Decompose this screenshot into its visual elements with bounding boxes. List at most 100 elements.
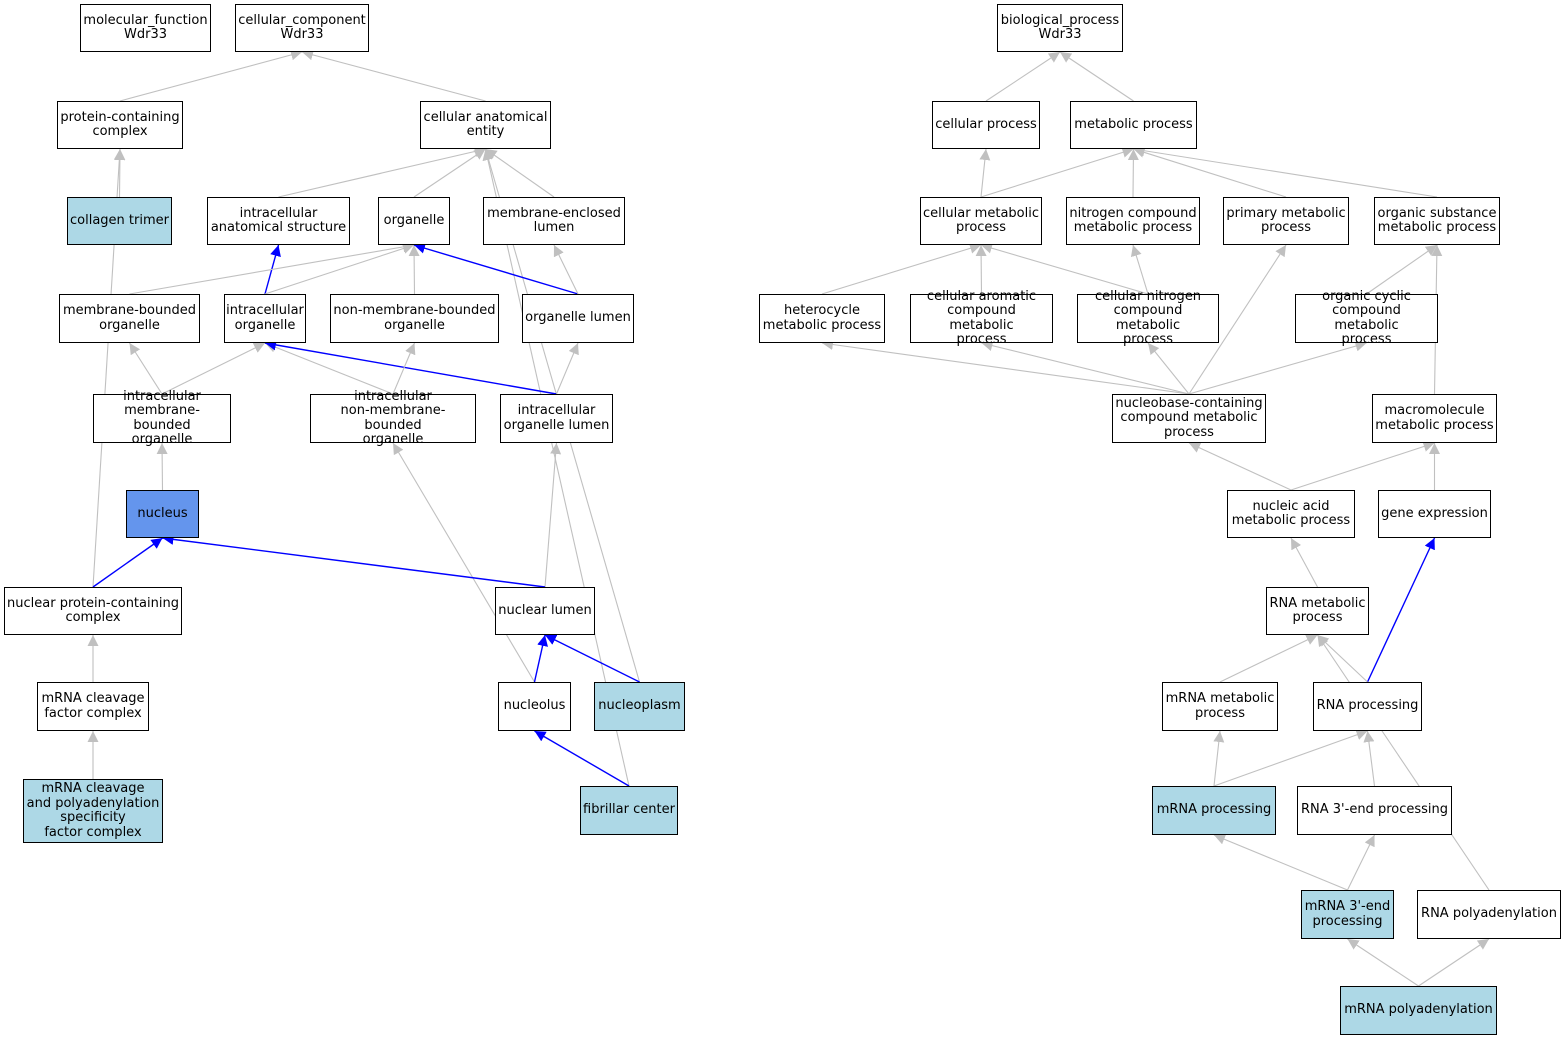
edge-rna-metab-to-nucleic-acid bbox=[1290, 537, 1318, 588]
go-term-nuc-prot-complex[interactable]: nuclear protein-containing complex bbox=[4, 587, 182, 635]
edge-rna-3end-to-rna-processing bbox=[1363, 730, 1376, 787]
edge-nuc-prot-complex-to-nucleus bbox=[92, 537, 163, 588]
go-term-cell-nitrogen[interactable]: cellular nitrogen compound metabolic pro… bbox=[1077, 289, 1219, 347]
go-term-mrna-metab[interactable]: mRNA metabolic process bbox=[1162, 682, 1278, 731]
edge-mrna-3end-to-mrna-processing bbox=[1213, 834, 1348, 891]
edge-nuclear-lumen-to-intra-org-lumen bbox=[544, 442, 562, 588]
go-term-nucleoplasm[interactable]: nucleoplasm bbox=[594, 682, 685, 731]
go-term-metabolic-process[interactable]: metabolic process bbox=[1070, 101, 1197, 149]
edge-cell-nitrogen-to-nitro-metab bbox=[1130, 244, 1149, 295]
go-term-nucleolus[interactable]: nucleolus bbox=[498, 682, 571, 731]
go-term-nucleus[interactable]: nucleus bbox=[126, 490, 199, 538]
go-term-macromolecule[interactable]: macromolecule metabolic process bbox=[1372, 394, 1497, 443]
go-term-memb-encl-lumen[interactable]: membrane-enclosed lumen bbox=[483, 197, 625, 245]
go-term-org-cyclic[interactable]: organic cyclic compound metabolic proces… bbox=[1295, 289, 1438, 347]
edge-nucleobase-to-heterocycle bbox=[821, 339, 1190, 395]
edge-mrna-polyA-to-mrna-3end bbox=[1347, 938, 1419, 987]
edge-org-cyclic-to-organic-sub bbox=[1366, 244, 1438, 295]
edge-rna-processing-to-rna-metab bbox=[1317, 634, 1368, 683]
go-term-organelle[interactable]: organelle bbox=[378, 197, 450, 245]
edge-nucleobase-to-primary-metab bbox=[1188, 244, 1287, 395]
go-term-mrna-processing[interactable]: mRNA processing bbox=[1152, 786, 1276, 835]
edge-cell-nitrogen-to-cell-metab bbox=[980, 242, 1149, 295]
edge-fibrillar-to-cell-anat bbox=[482, 148, 630, 787]
go-term-cpsf[interactable]: mRNA cleavage and polyadenylation specif… bbox=[23, 779, 163, 843]
edge-intra-nonmemb-to-intra-organelle bbox=[264, 341, 394, 395]
edge-nucleic-acid-to-macromolecule bbox=[1290, 441, 1435, 491]
edge-nuclear-lumen-to-nucleus bbox=[162, 533, 546, 588]
edge-intra-nonmemb-to-nonmemb-bounded bbox=[392, 342, 416, 395]
go-term-cell-metab[interactable]: cellular metabolic process bbox=[920, 197, 1042, 245]
edge-heterocycle-to-cell-metab bbox=[821, 242, 982, 295]
edge-intra-org-lumen-to-organelle-lumen bbox=[555, 342, 579, 395]
go-term-heterocycle[interactable]: heterocycle metabolic process bbox=[759, 294, 885, 343]
edge-intra-memb-bounded-to-memb-bounded bbox=[129, 342, 163, 395]
go-term-mf-root[interactable]: molecular_function Wdr33 bbox=[80, 4, 211, 52]
edge-fibrillar-to-nucleolus bbox=[534, 730, 630, 787]
edge-cell-aromatic-to-cell-metab bbox=[975, 244, 987, 295]
edge-nucleolus-to-intra-nonmemb bbox=[392, 442, 535, 683]
edge-mrna-processing-to-rna-processing bbox=[1213, 729, 1368, 787]
go-term-fibrillar[interactable]: fibrillar center bbox=[580, 786, 678, 835]
go-term-rna-processing[interactable]: RNA processing bbox=[1313, 682, 1422, 731]
edge-prot-complex-to-cc-root bbox=[119, 49, 303, 102]
go-term-prot-complex[interactable]: protein-containing complex bbox=[57, 101, 183, 149]
go-term-nuclear-lumen[interactable]: nuclear lumen bbox=[495, 587, 595, 635]
edge-nucleobase-to-cell-aromatic bbox=[981, 340, 1190, 395]
edge-rna-polyA-to-rna-metab bbox=[1317, 634, 1490, 891]
go-term-memb-bounded[interactable]: membrane-bounded organelle bbox=[59, 294, 200, 343]
go-term-mrna-cleav-factor[interactable]: mRNA cleavage factor complex bbox=[37, 682, 149, 731]
edge-primary-metab-to-metabolic-process bbox=[1133, 147, 1287, 198]
edge-intra-organelle-to-organelle bbox=[264, 243, 415, 295]
edge-mrna-processing-to-mrna-metab bbox=[1213, 730, 1225, 787]
edge-organelle-lumen-to-memb-encl-lumen bbox=[553, 244, 579, 295]
go-term-rna-metab[interactable]: RNA metabolic process bbox=[1266, 587, 1369, 635]
go-term-nonmemb-bounded[interactable]: non-membrane-bounded organelle bbox=[330, 294, 499, 343]
edge-nucleolus-to-nuclear-lumen bbox=[533, 634, 548, 683]
go-term-organic-sub[interactable]: organic substance metabolic process bbox=[1374, 197, 1500, 245]
edge-intra-anat-to-cell-anat bbox=[278, 146, 486, 198]
edge-intra-org-lumen-to-intra-organelle bbox=[264, 339, 557, 395]
go-term-gene-expr[interactable]: gene expression bbox=[1378, 490, 1491, 538]
go-term-intra-organelle[interactable]: intracellular organelle bbox=[224, 294, 306, 343]
edge-nucleobase-to-org-cyclic bbox=[1188, 340, 1367, 395]
go-term-intra-nonmemb[interactable]: intracellular non-membrane-bounded organ… bbox=[310, 389, 476, 447]
go-term-cc-root[interactable]: cellular_component Wdr33 bbox=[235, 4, 369, 52]
go-term-intra-anat[interactable]: intracellular anatomical structure bbox=[207, 197, 350, 245]
edge-nucleus-to-intra-memb-bounded bbox=[156, 442, 168, 491]
edge-memb-bounded-to-organelle bbox=[129, 241, 415, 295]
go-term-nucleic-acid[interactable]: nucleic acid metabolic process bbox=[1227, 490, 1355, 538]
edge-cellular-process-to-bp-root bbox=[985, 51, 1061, 102]
go-term-mrna-polyA[interactable]: mRNA polyadenylation bbox=[1340, 986, 1497, 1035]
go-term-bp-root[interactable]: biological_process Wdr33 bbox=[997, 4, 1123, 52]
edge-nucleic-acid-to-nucleobase bbox=[1188, 442, 1292, 491]
edge-cell-metab-to-cellular-process bbox=[979, 148, 991, 198]
go-term-nucleobase[interactable]: nucleobase-containing compound metabolic… bbox=[1112, 394, 1266, 443]
edge-memb-encl-lumen-to-cell-anat bbox=[485, 148, 555, 198]
go-term-cell-aromatic[interactable]: cellular aromatic compound metabolic pro… bbox=[910, 289, 1053, 347]
edge-mrna-3end-to-rna-3end bbox=[1347, 834, 1375, 891]
go-term-rna-polyA[interactable]: RNA polyadenylation bbox=[1417, 890, 1561, 939]
go-term-nitro-metab[interactable]: nitrogen compound metabolic process bbox=[1066, 197, 1200, 245]
go-term-intra-memb-bounded[interactable]: intracellular membrane-bounded organelle bbox=[93, 389, 231, 447]
go-term-primary-metab[interactable]: primary metabolic process bbox=[1223, 197, 1349, 245]
edge-nitro-metab-to-metabolic-process bbox=[1127, 148, 1139, 198]
edge-nonmemb-bounded-to-organelle bbox=[408, 244, 420, 295]
edge-nucleobase-to-cell-nitrogen bbox=[1147, 342, 1190, 395]
go-term-cellular-process[interactable]: cellular process bbox=[932, 101, 1040, 149]
go-term-intra-org-lumen[interactable]: intracellular organelle lumen bbox=[500, 394, 613, 443]
go-term-rna-3end[interactable]: RNA 3'-end processing bbox=[1297, 786, 1452, 835]
go-term-organelle-lumen[interactable]: organelle lumen bbox=[522, 294, 634, 343]
edge-nucleoplasm-to-nuclear-lumen bbox=[544, 634, 640, 683]
edge-cell-metab-to-metabolic-process bbox=[980, 147, 1134, 198]
go-term-mrna-3end[interactable]: mRNA 3'-end processing bbox=[1301, 890, 1394, 939]
go-term-cell-anat[interactable]: cellular anatomical entity bbox=[420, 101, 551, 149]
edge-metabolic-process-to-bp-root bbox=[1059, 51, 1134, 102]
go-term-collagen[interactable]: collagen trimer bbox=[67, 197, 172, 245]
edge-organic-sub-to-metabolic-process bbox=[1133, 145, 1438, 198]
edge-intra-memb-bounded-to-intra-organelle bbox=[161, 342, 266, 395]
edge-mrna-metab-to-rna-metab bbox=[1219, 634, 1318, 683]
edge-rna-processing-to-gene-expr bbox=[1366, 537, 1436, 683]
